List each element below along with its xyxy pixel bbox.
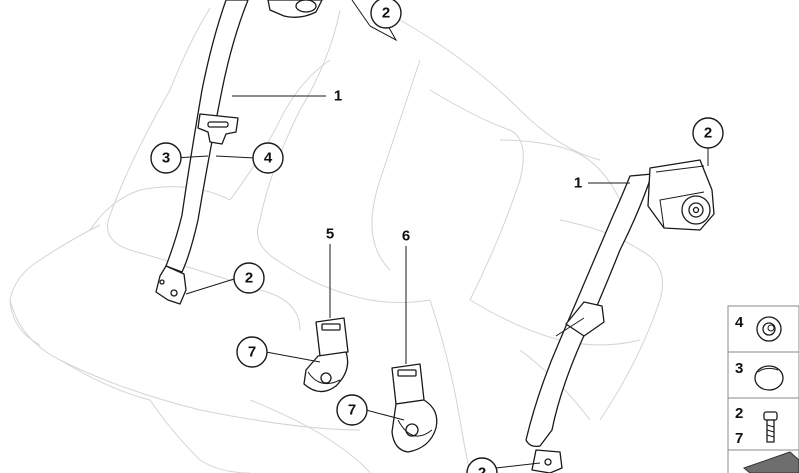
svg-text:1: 1: [334, 88, 342, 105]
label-1-right: 1: [574, 175, 582, 192]
legend-num-2: 2: [735, 405, 743, 422]
cap-icon: [754, 365, 784, 391]
callout-7-right: 7: [336, 394, 368, 426]
legend-panel: 4 3 2 7: [727, 305, 799, 473]
callout-7-left: 7: [236, 336, 268, 368]
callout-2-retractor-right: 2: [692, 117, 724, 149]
label-5: 5: [326, 226, 334, 243]
legend-num-7: 7: [735, 430, 743, 447]
wedge-icon: [743, 451, 799, 473]
svg-text:4: 4: [264, 150, 273, 167]
buckle-6: [391, 363, 438, 453]
svg-text:5: 5: [326, 226, 334, 243]
bolt-icon: [763, 411, 778, 443]
callout-2-bottom: 2: [466, 457, 498, 473]
leader-lines: [173, 0, 709, 469]
label-1-left: 1: [334, 88, 342, 105]
svg-text:3: 3: [162, 150, 170, 167]
svg-text:1: 1: [574, 175, 582, 192]
grommet-icon: [756, 316, 782, 342]
legend-num-3: 3: [735, 360, 743, 377]
svg-text:2: 2: [245, 270, 253, 287]
svg-text:2: 2: [704, 125, 712, 142]
callout-3: 3: [150, 142, 182, 174]
right-seat-belt: [525, 159, 715, 473]
svg-text:7: 7: [348, 402, 356, 419]
callout-2-top: 2: [370, 0, 402, 29]
legend-num-4: 4: [735, 314, 744, 331]
callout-2-anchor-left: 2: [233, 262, 265, 294]
svg-text:7: 7: [248, 344, 256, 361]
callout-4: 4: [252, 142, 284, 174]
left-seat-belt: [155, 0, 323, 305]
svg-text:2: 2: [382, 5, 390, 22]
svg-text:2: 2: [478, 465, 486, 473]
svg-text:6: 6: [402, 228, 410, 245]
buckle-5: [303, 317, 349, 393]
rear-seat-outline: [9, 7, 663, 473]
label-6: 6: [402, 228, 410, 245]
legend-row-2-7: [727, 397, 799, 451]
